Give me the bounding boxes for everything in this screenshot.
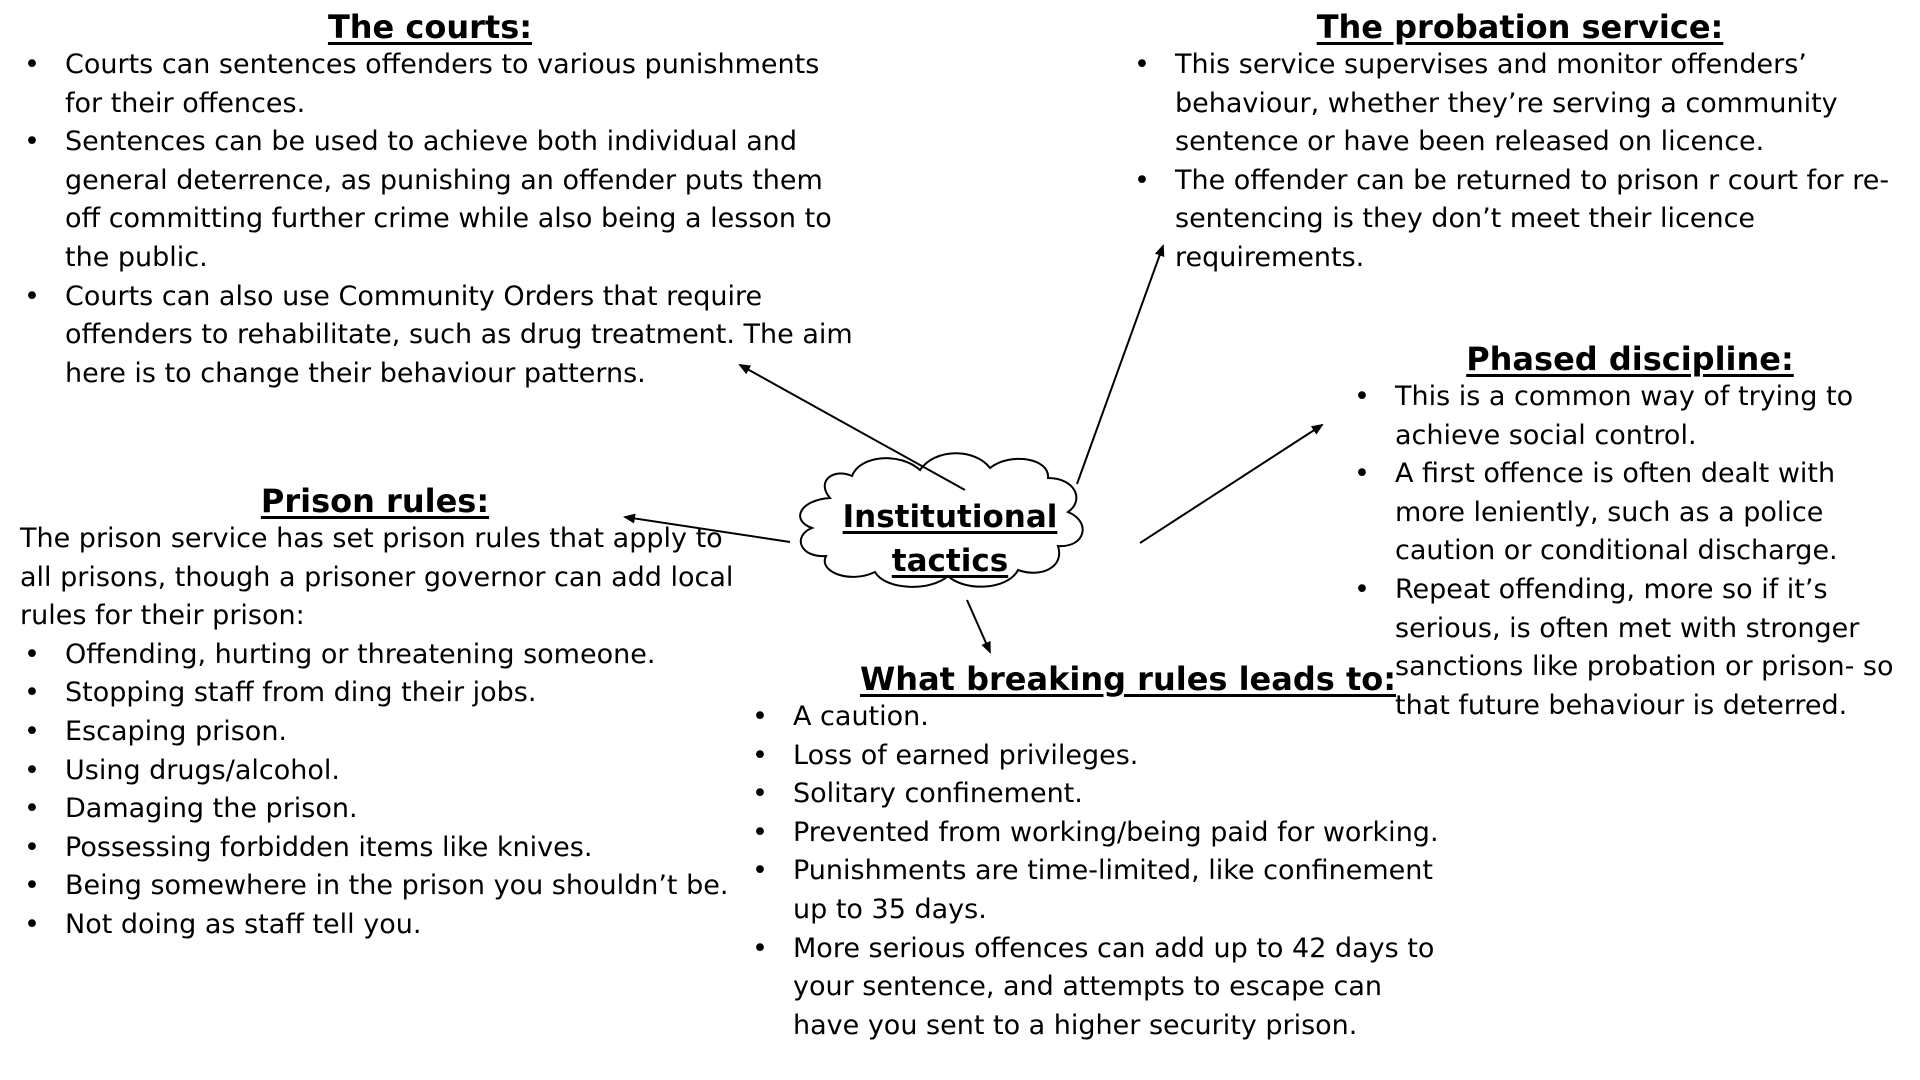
probation-bullet: This service supervises and monitor offe…	[1130, 46, 1910, 162]
breaking-rules-bullet-list: A caution. Loss of earned privileges. So…	[748, 698, 1448, 1045]
probation-bullet: The offender can be returned to prison r…	[1130, 162, 1910, 278]
phased-discipline-bullet-list: This is a common way of trying to achiev…	[1350, 378, 1910, 725]
courts-heading: The courts:	[327, 8, 533, 46]
central-topic-label: Institutional tactics	[830, 495, 1070, 583]
prison-rules-bullet: Using drugs/alcohol.	[20, 752, 740, 791]
probation-section: The probation service: This service supe…	[1130, 8, 1910, 278]
phased-discipline-bullet: A first offence is often dealt with more…	[1350, 455, 1910, 571]
arrow-to-phased-discipline	[1139, 423, 1324, 544]
probation-heading: The probation service:	[1316, 8, 1724, 46]
breaking-rules-bullet: Solitary confinement.	[748, 775, 1448, 814]
prison-rules-bullet: Stopping staff from ding their jobs.	[20, 674, 740, 713]
breaking-rules-bullet: Punishments are time-limited, like confi…	[748, 852, 1448, 929]
breaking-rules-bullet: A caution.	[748, 698, 1448, 737]
prison-rules-bullet: Offending, hurting or threatening someon…	[20, 636, 740, 675]
breaking-rules-bullet: Prevented from working/being paid for wo…	[748, 814, 1448, 853]
phased-discipline-bullet: This is a common way of trying to achiev…	[1350, 378, 1910, 455]
phased-discipline-heading: Phased discipline:	[1466, 340, 1794, 378]
probation-bullet-list: This service supervises and monitor offe…	[1130, 46, 1910, 278]
prison-rules-bullet: Not doing as staff tell you.	[20, 906, 740, 945]
prison-rules-heading: Prison rules:	[260, 482, 490, 520]
central-topic-line-2: tactics	[891, 543, 1009, 579]
courts-section: The courts: Courts can sentences offende…	[20, 8, 860, 393]
breaking-rules-bullet: More serious offences can add up to 42 d…	[748, 930, 1448, 1046]
arrow-to-breaking-rules	[966, 599, 991, 654]
prison-rules-bullet-list: Offending, hurting or threatening someon…	[20, 636, 740, 945]
courts-bullet: Sentences can be used to achieve both in…	[20, 123, 860, 277]
breaking-rules-section: What breaking rules leads to: A caution.…	[748, 660, 1448, 1045]
breaking-rules-heading: What breaking rules leads to:	[859, 660, 1397, 698]
prison-rules-section: Prison rules: The prison service has set…	[20, 482, 740, 945]
institutional-tactics-cloud	[799, 452, 1084, 588]
prison-rules-intro: The prison service has set prison rules …	[20, 523, 734, 632]
phased-discipline-bullet: Repeat offending, more so if it’s seriou…	[1350, 571, 1910, 725]
prison-rules-bullet: Being somewhere in the prison you should…	[20, 867, 740, 906]
central-topic-line-1: Institutional	[842, 499, 1058, 535]
courts-bullet: Courts can also use Community Orders tha…	[20, 278, 860, 394]
arrow-to-probation	[1076, 244, 1165, 485]
courts-bullet-list: Courts can sentences offenders to variou…	[20, 46, 860, 393]
prison-rules-bullet: Escaping prison.	[20, 713, 740, 752]
phased-discipline-section: Phased discipline: This is a common way …	[1350, 340, 1910, 725]
arrow-to-prison-rules	[623, 513, 791, 543]
prison-rules-bullet: Damaging the prison.	[20, 790, 740, 829]
prison-rules-bullet: Possessing forbidden items like knives.	[20, 829, 740, 868]
breaking-rules-bullet: Loss of earned privileges.	[748, 737, 1448, 776]
courts-bullet: Courts can sentences offenders to variou…	[20, 46, 860, 123]
